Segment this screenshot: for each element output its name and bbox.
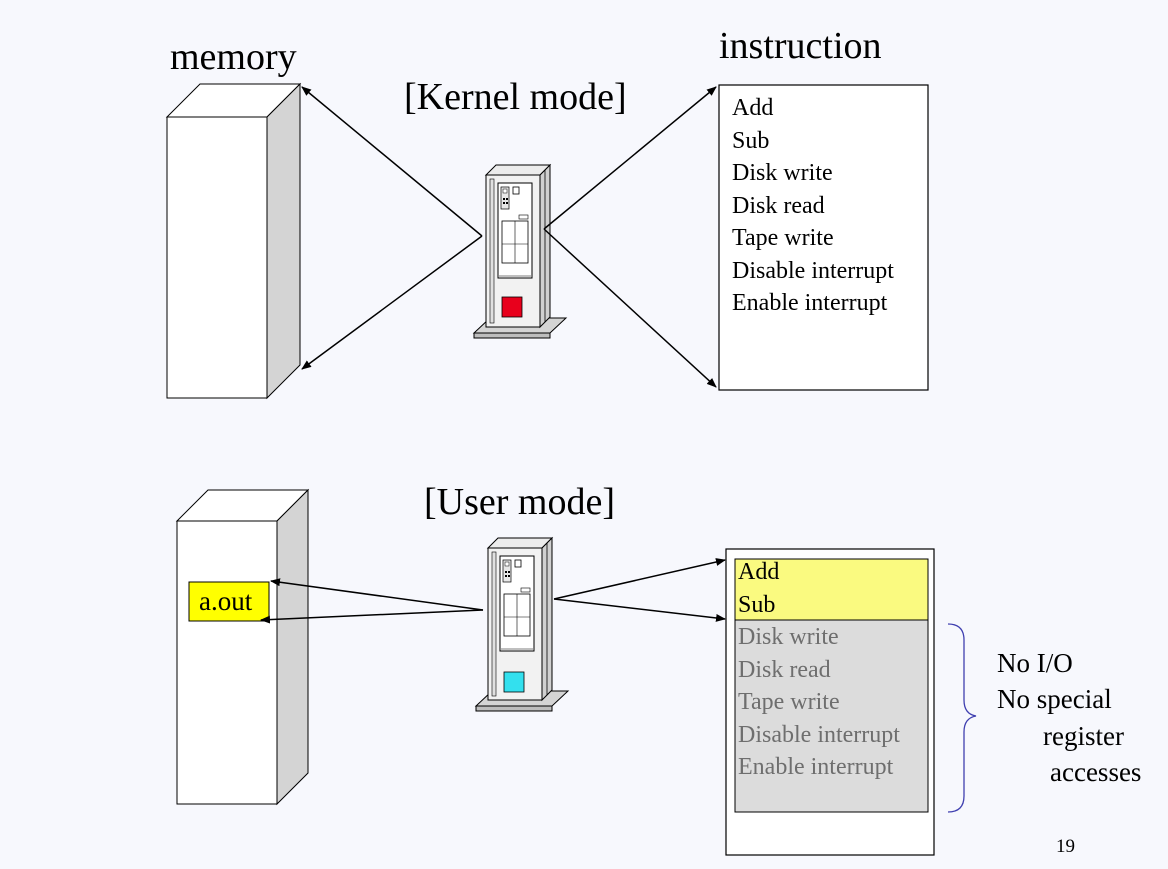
kernel-arrows (301, 86, 717, 388)
restriction-note-line: No I/O (997, 648, 1073, 678)
allowed-instruction-item: Add (738, 559, 780, 585)
user-arrows (260, 558, 726, 624)
restricted-instruction-item: Tape write (738, 689, 840, 715)
instruction-item: Disk read (732, 192, 825, 219)
instruction-label: instruction (719, 25, 882, 67)
restriction-note-line: register (1043, 721, 1124, 751)
user-memory-box (175, 488, 310, 806)
kernel-instruction-list: Add Sub Disk write Disk read Tape write … (732, 92, 894, 320)
user-mode-indicator (503, 671, 525, 693)
page-number: 19 (1056, 836, 1075, 857)
instruction-item: Disk write (732, 160, 833, 186)
kernel-cpu-tower-icon (473, 164, 567, 339)
kernel-instruction-box (718, 84, 929, 391)
restricted-instruction-item: Disk write (738, 624, 839, 650)
instruction-item: Tape write (732, 225, 834, 251)
instruction-item: Disable interrupt (732, 257, 894, 284)
instruction-item: Enable interrupt (732, 290, 888, 316)
kernel-memory-box (165, 82, 302, 400)
allowed-instruction-item: Sub (738, 591, 776, 618)
aout-label: a.out (199, 586, 253, 616)
user-cpu-tower-icon (475, 537, 569, 712)
instruction-item: Add (732, 95, 774, 121)
restricted-instruction-item: Disk read (738, 656, 831, 683)
restricted-instructions-area (734, 619, 929, 813)
aout-block (188, 581, 270, 622)
restriction-note-line: No special (997, 684, 1112, 714)
kernel-mode-indicator (501, 296, 523, 318)
restriction-note-line: accesses (1050, 757, 1142, 787)
restricted-instruction-item: Disable interrupt (738, 721, 900, 748)
kernel-memory-label: memory (170, 36, 297, 78)
restricted-instruction-list: Disk write Disk read Tape write Disable … (738, 621, 900, 784)
restriction-brace (947, 623, 977, 813)
kernel-mode-label: [Kernel mode] (404, 76, 627, 118)
restricted-instruction-item: Enable interrupt (738, 754, 894, 780)
allowed-instruction-list: Add Sub (738, 556, 779, 621)
user-mode-label: [User mode] (424, 481, 615, 523)
instruction-item: Sub (732, 127, 770, 154)
